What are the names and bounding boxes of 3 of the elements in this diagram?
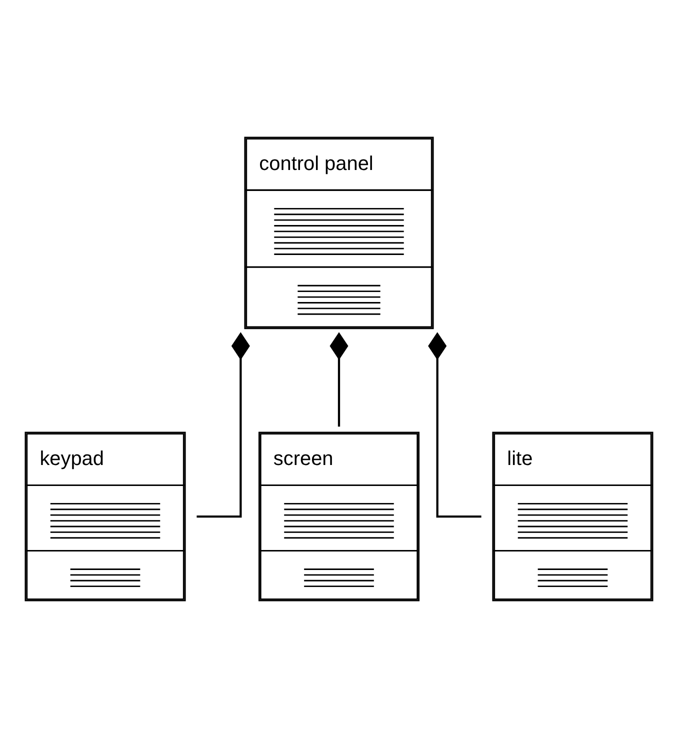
- connector: [196, 332, 250, 518]
- connector: [428, 332, 482, 518]
- connector: [330, 332, 348, 426]
